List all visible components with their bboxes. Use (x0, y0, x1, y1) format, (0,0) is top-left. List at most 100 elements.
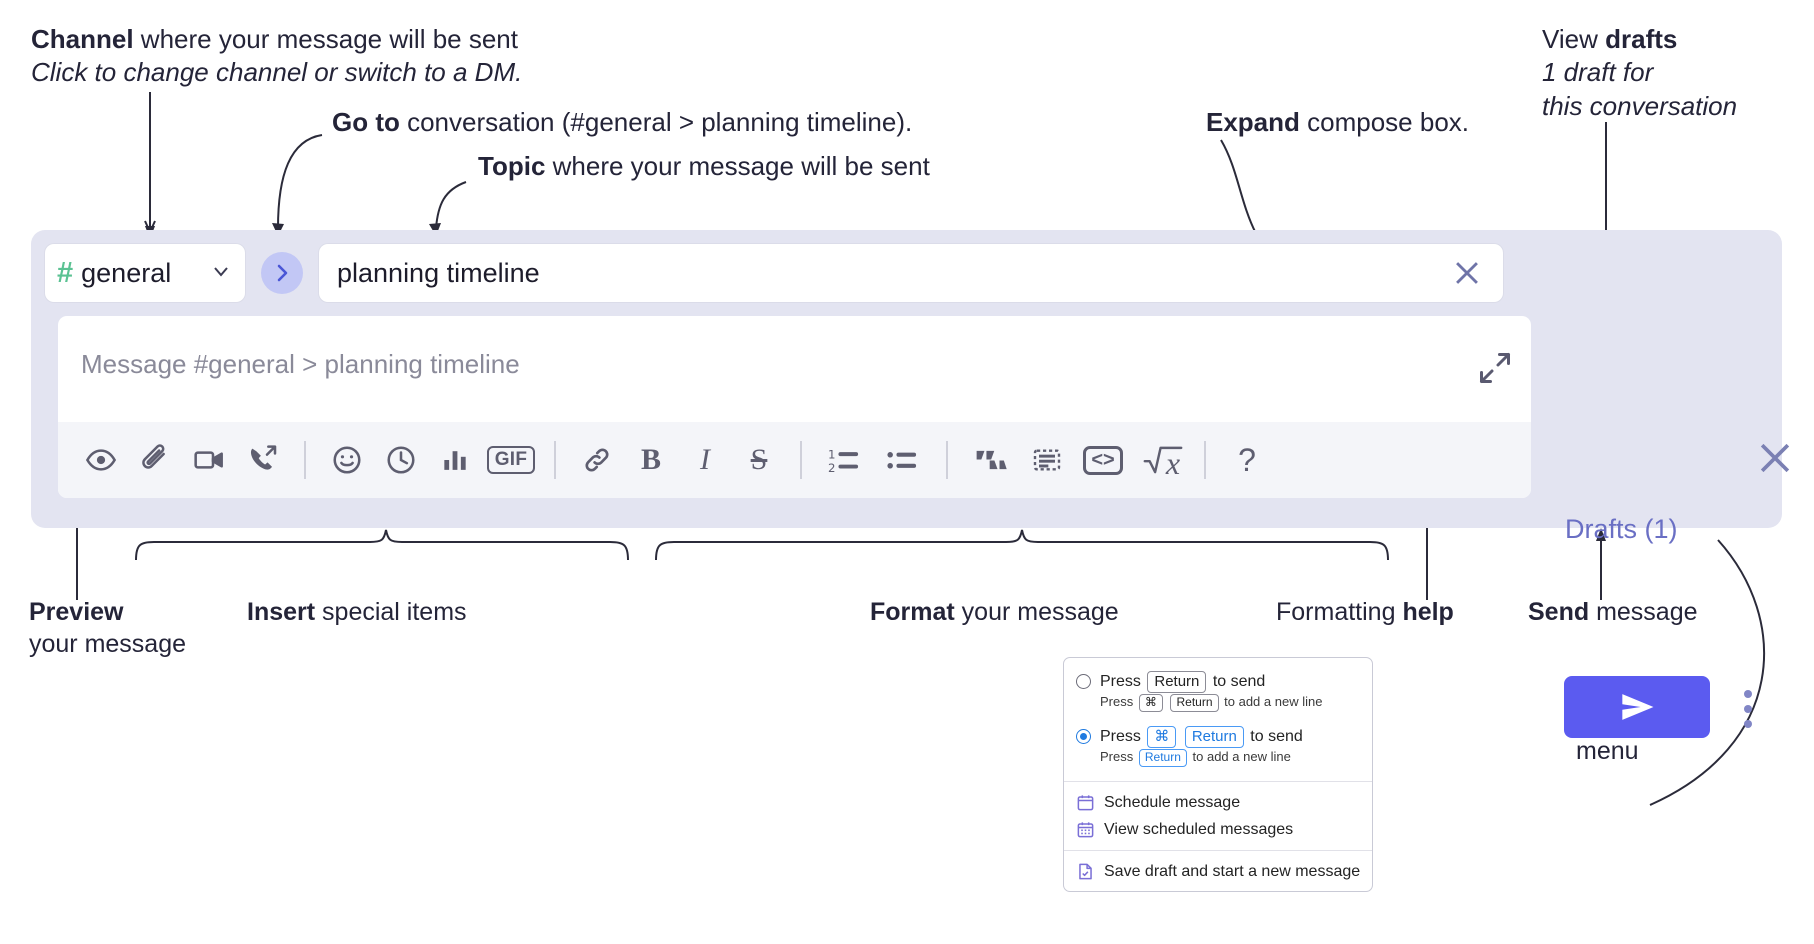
annotation-send-rest: message (1589, 598, 1698, 626)
key-command: ⌘ (1138, 694, 1163, 713)
strikethrough-icon[interactable]: S (732, 433, 786, 487)
menu-item-label: Save draft and start a new message (1104, 862, 1361, 880)
key-return: Return (1170, 694, 1219, 713)
annotation-expand-strong: Expand (1206, 107, 1300, 137)
bulleted-list-icon[interactable] (874, 433, 932, 487)
newline-word: to add a new line (1192, 749, 1291, 765)
annotation-preview-rest: your message (29, 630, 187, 658)
menu-item-label: Schedule message (1104, 793, 1241, 811)
toolbar-separator (800, 441, 802, 479)
annotation-preview-strong: Preview (29, 598, 124, 626)
italic-icon[interactable]: I (678, 433, 732, 487)
annotation-insert-strong: Insert (247, 598, 316, 626)
attachment-icon[interactable] (128, 433, 182, 487)
kebab-dot (1744, 705, 1752, 713)
channel-selector[interactable]: # general (45, 244, 245, 302)
message-input-area[interactable]: Message #general > planning timeline (58, 316, 1531, 498)
preview-icon[interactable] (74, 433, 128, 487)
chevron-down-icon (209, 259, 233, 288)
toolbar-separator (304, 441, 306, 479)
annotation-channel-italic: Click to change channel or switch to a D… (31, 57, 523, 88)
annotation-send: Send message (1528, 596, 1798, 628)
topic-value: planning timeline (337, 257, 540, 288)
annotation-expand: Expand compose box. (1206, 106, 1566, 139)
math-icon[interactable]: x (1132, 433, 1190, 487)
annotation-channel-strong: Channel (31, 24, 134, 54)
menu-item-label: View scheduled messages (1104, 820, 1294, 838)
annotation-format-strong: Format (870, 598, 955, 626)
go-to-conversation-button[interactable] (261, 252, 303, 294)
calendar-icon (1076, 793, 1095, 812)
toolbar-separator (1204, 441, 1206, 479)
code-snippet-icon[interactable] (1020, 433, 1074, 487)
code-block-icon[interactable]: <> (1074, 433, 1132, 487)
send-option-return[interactable]: Press Return to send (1064, 664, 1372, 693)
menu-item-save-draft[interactable]: Save draft and start a new message (1064, 858, 1372, 889)
key-command: ⌘ (1147, 726, 1177, 748)
annotation-drafts-italic2: this conversation (1542, 90, 1738, 121)
calendar-list-icon (1076, 820, 1095, 839)
menu-divider (1064, 850, 1372, 852)
annotation-topic: Topic where your message will be sent (478, 150, 1178, 183)
annotation-help-strong: help (1402, 598, 1454, 626)
send-option-cmd-return[interactable]: Press ⌘ Return to send (1064, 719, 1372, 748)
annotation-send-strong: Send (1528, 598, 1590, 626)
send-option-cmd-return-label: Press ⌘ Return to send (1100, 725, 1303, 748)
gif-icon[interactable]: GIF (482, 433, 540, 487)
clear-topic-icon[interactable] (1445, 251, 1489, 295)
svg-text:1: 1 (828, 448, 835, 462)
annotation-insert-rest: special items (315, 598, 467, 626)
radio-selected[interactable] (1076, 729, 1091, 745)
press-word: Press (1100, 749, 1134, 765)
svg-text:2: 2 (828, 461, 835, 475)
press-word: Press (1100, 694, 1134, 710)
hash-icon: # (57, 256, 74, 289)
call-icon[interactable] (236, 433, 290, 487)
send-button[interactable] (1564, 676, 1710, 738)
code-block-label: <> (1083, 445, 1123, 475)
formatting-help-icon[interactable]: ? (1220, 433, 1274, 487)
annotation-channel: Channel where your message will be sent … (31, 23, 651, 90)
close-compose-icon[interactable] (1753, 436, 1797, 480)
help-label: ? (1238, 441, 1256, 478)
expand-compose-icon[interactable] (1477, 350, 1513, 386)
compose-options-menu-button[interactable] (1733, 683, 1763, 735)
bold-label: B (640, 443, 661, 476)
drafts-link[interactable]: Drafts (1) (1565, 514, 1678, 544)
link-icon[interactable] (570, 433, 624, 487)
strikethrough-label: S (750, 443, 768, 476)
blockquote-icon[interactable] (962, 433, 1020, 487)
to-send-word: to send (1250, 728, 1303, 746)
press-word: Press (1100, 673, 1141, 690)
menu-item-view-scheduled[interactable]: View scheduled messages (1064, 816, 1372, 843)
annotation-drafts-lead: View (1542, 24, 1606, 54)
annotation-topic-rest: where your message will be sent (545, 151, 930, 181)
topic-field[interactable]: planning timeline (319, 244, 1503, 302)
annotation-insert: Insert special items (247, 596, 587, 628)
clock-icon[interactable] (374, 433, 428, 487)
annotation-goto-rest: conversation (#general > planning timeli… (399, 107, 913, 137)
key-return: Return (1147, 671, 1207, 693)
emoji-icon[interactable] (320, 433, 374, 487)
radio-unselected[interactable] (1076, 674, 1091, 689)
to-send-word: to send (1212, 673, 1266, 690)
toolbar-separator (554, 441, 556, 479)
compose-header-row: # general planning timeline (45, 244, 1503, 302)
annotation-help-lead: Formatting (1276, 598, 1403, 626)
poll-icon[interactable] (428, 433, 482, 487)
annotation-compose-rest: menu (1576, 737, 1639, 765)
annotation-goto: Go to conversation (#general > planning … (332, 106, 1052, 139)
annotation-format: Format your message (870, 596, 1200, 628)
formatting-toolbar: GIF B I (58, 422, 1531, 498)
video-icon[interactable] (182, 433, 236, 487)
menu-item-schedule-message[interactable]: Schedule message (1064, 789, 1372, 816)
annotation-formatting-help: Formatting help (1276, 596, 1536, 628)
bold-icon[interactable]: B (624, 433, 678, 487)
menu-divider (1064, 781, 1372, 783)
annotation-preview: Preview your message (29, 596, 239, 660)
annotation-goto-strong: Go to (332, 107, 400, 137)
gif-label: GIF (486, 446, 536, 474)
newline-word: to add a new line (1224, 694, 1323, 710)
